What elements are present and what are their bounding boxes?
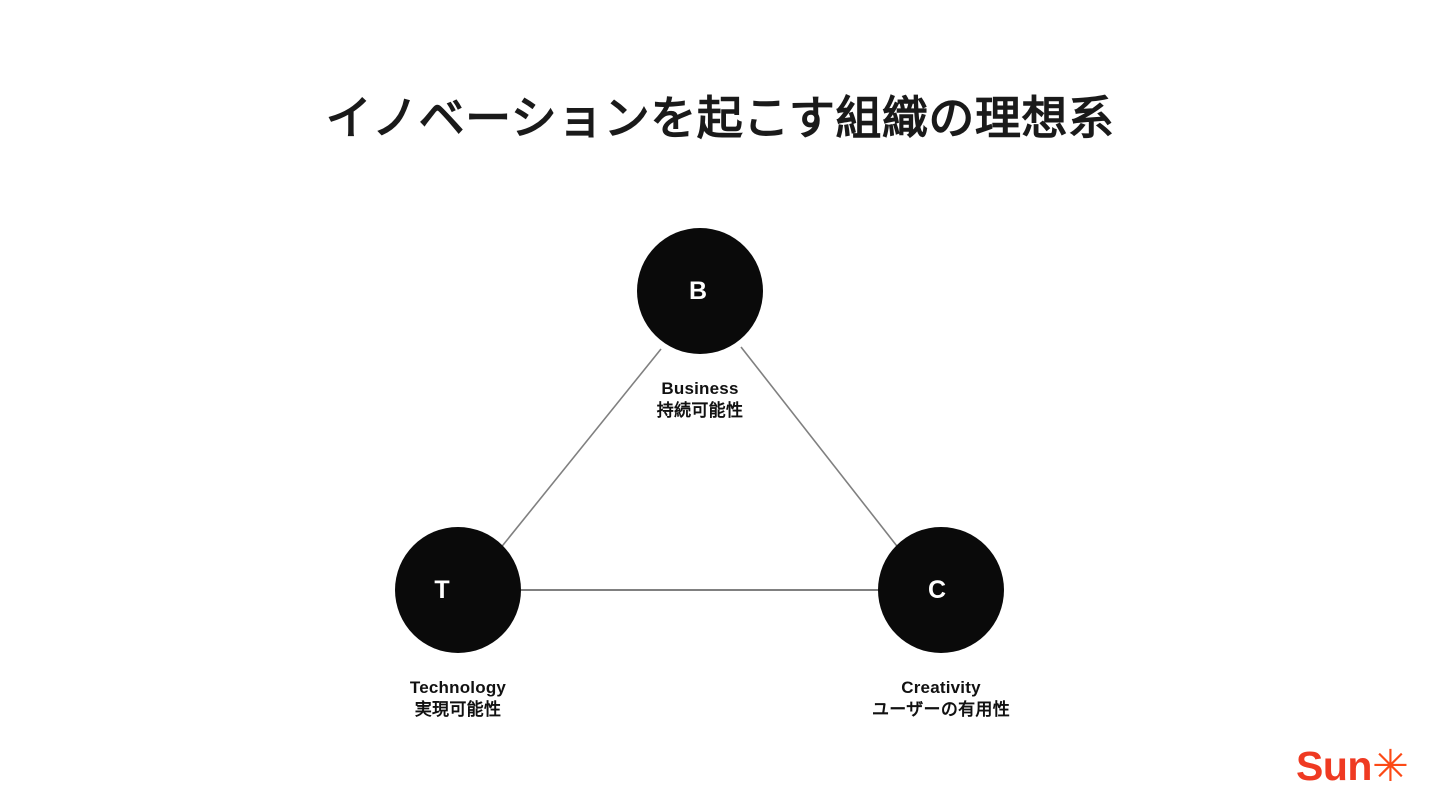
caption-creativity-ja: ユーザーの有用性 xyxy=(871,700,1011,719)
brand-logo-word: Sun xyxy=(1296,743,1372,789)
brand-logo-sun: Sun✳ xyxy=(1296,742,1409,791)
node-business-letter: B xyxy=(688,277,708,305)
page-title: イノベーションを起こす組織の理想系 xyxy=(325,92,1115,144)
caption-business: Business 持続可能性 xyxy=(560,378,840,422)
node-technology-letter: T xyxy=(434,576,450,604)
caption-technology: Technology 実現可能性 xyxy=(318,677,598,721)
caption-creativity-en: Creativity xyxy=(901,678,981,697)
caption-technology-ja: 実現可能性 xyxy=(414,700,502,719)
node-creativity[interactable]: C xyxy=(878,527,1004,653)
caption-business-en: Business xyxy=(661,379,739,398)
asterisk-icon: ✳ xyxy=(1371,742,1409,791)
caption-business-ja: 持続可能性 xyxy=(656,401,744,420)
node-business[interactable]: B xyxy=(637,228,763,354)
node-technology[interactable]: T xyxy=(395,527,521,653)
caption-creativity: Creativity ユーザーの有用性 xyxy=(801,677,1081,721)
node-creativity-letter: C xyxy=(927,576,947,604)
caption-technology-en: Technology xyxy=(409,678,507,697)
